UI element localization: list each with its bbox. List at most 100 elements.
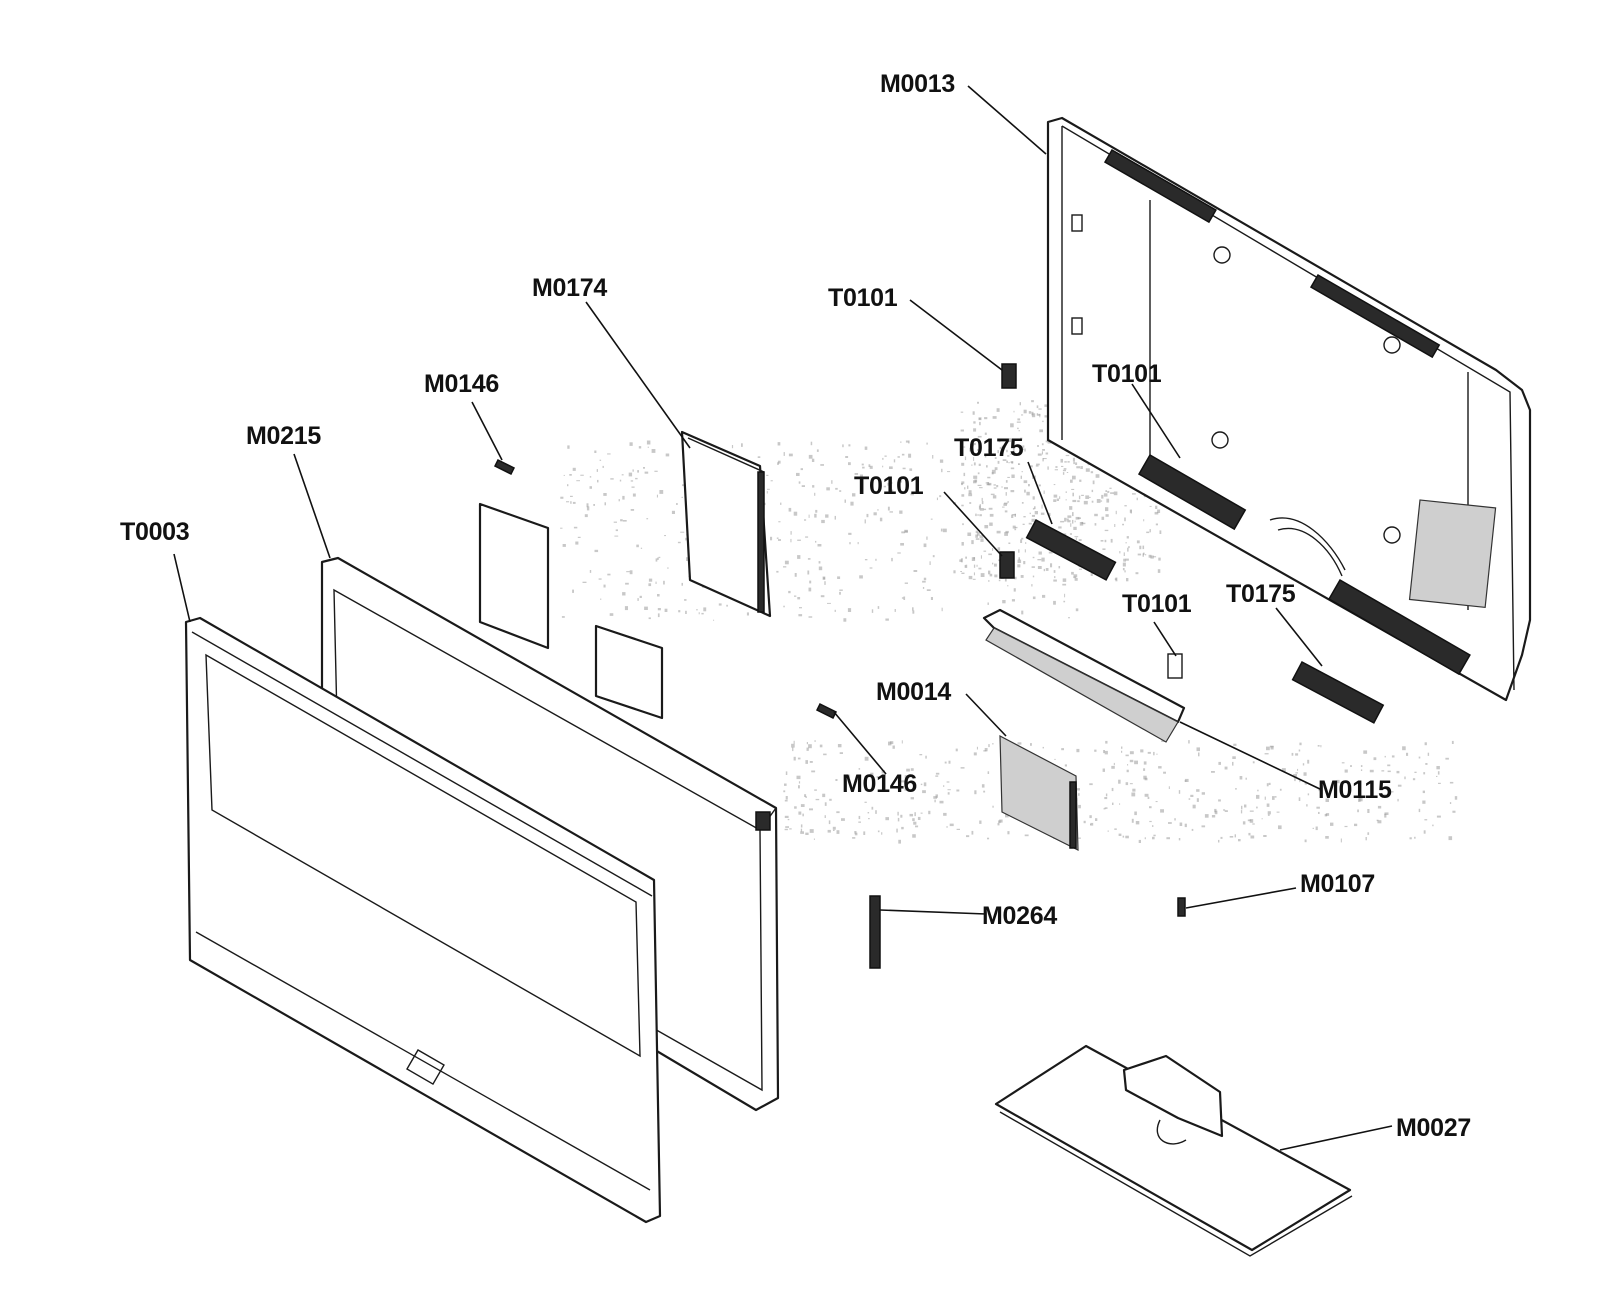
scan-speckle [1063, 468, 1067, 470]
scan-speckle [567, 445, 570, 449]
scan-speckle [643, 467, 645, 469]
scan-speckle [994, 467, 998, 471]
scan-speckle [1142, 545, 1145, 550]
scan-speckle [988, 482, 992, 486]
scan-speckle [597, 479, 599, 483]
scan-speckle [1256, 794, 1260, 799]
scan-speckle [1124, 505, 1127, 507]
scan-speckle [1045, 452, 1049, 455]
scan-speckle [783, 605, 785, 608]
scan-speckle [1017, 559, 1022, 563]
scan-speckle [1076, 788, 1080, 791]
scan-speckle [1070, 479, 1073, 483]
scan-speckle [892, 745, 895, 749]
scan-speckle [1109, 487, 1112, 489]
scan-speckle [806, 747, 809, 751]
scan-speckle [1023, 480, 1028, 484]
scan-speckle [1094, 523, 1097, 526]
scan-speckle [686, 557, 689, 561]
scan-speckle [1039, 429, 1043, 433]
scan-speckle [1018, 557, 1020, 561]
scan-speckle [847, 608, 852, 612]
scan-speckle [1218, 799, 1221, 802]
scan-speckle [1297, 768, 1299, 771]
scan-speckle [1102, 768, 1105, 772]
scan-speckle [1341, 762, 1345, 764]
scan-speckle [1135, 821, 1140, 825]
scan-speckle [1053, 484, 1056, 486]
scan-speckle [1012, 448, 1015, 451]
scan-speckle [1304, 783, 1307, 785]
scan-speckle [953, 570, 956, 574]
scan-speckle [1414, 836, 1416, 839]
scan-speckle [1081, 494, 1084, 496]
scan-speckle [1080, 466, 1083, 469]
scan-speckle [788, 507, 792, 512]
scan-speckle [885, 817, 889, 821]
scan-speckle [832, 826, 836, 830]
scan-speckle [1037, 559, 1042, 561]
scan-speckle [1365, 837, 1367, 841]
scan-speckle [997, 823, 1000, 826]
scan-speckle [1270, 746, 1274, 750]
scan-speckle [988, 744, 990, 748]
scan-speckle [663, 580, 665, 585]
scan-speckle [1404, 776, 1406, 780]
scan-speckle [932, 455, 934, 459]
scan-speckle [1131, 818, 1134, 823]
scan-speckle [866, 513, 869, 518]
scan-speckle [766, 474, 769, 476]
scan-speckle [598, 578, 602, 580]
scan-speckle [877, 830, 880, 833]
scan-speckle [567, 484, 569, 487]
scan-speckle [1072, 512, 1074, 517]
scan-speckle [1021, 414, 1024, 416]
scan-speckle [603, 493, 607, 496]
scan-speckle [1437, 771, 1440, 775]
scan-speckle [1038, 408, 1042, 410]
scan-speckle [1140, 749, 1144, 753]
scan-speckle [926, 589, 931, 591]
scan-speckle [778, 521, 781, 523]
scan-speckle [1149, 806, 1152, 809]
scan-speckle [1184, 778, 1189, 782]
scan-speckle [894, 609, 896, 612]
scan-speckle [977, 514, 979, 516]
scan-speckle [1369, 769, 1374, 773]
scan-speckle [625, 582, 629, 585]
scan-speckle [618, 499, 620, 502]
scan-speckle [969, 502, 972, 504]
scan-speckle [988, 507, 993, 510]
callout-t0003: T0003 [120, 518, 189, 546]
scan-speckle [636, 544, 639, 548]
scan-speckle [560, 527, 563, 529]
scan-speckle [1377, 820, 1382, 824]
scan-speckle [1304, 839, 1307, 843]
scan-speckle [980, 538, 984, 542]
scan-speckle [607, 453, 611, 455]
scan-speckle [1010, 490, 1015, 493]
scan-speckle [913, 570, 918, 572]
scan-speckle [784, 799, 788, 802]
scan-speckle [1242, 821, 1246, 825]
scan-speckle [1048, 551, 1053, 554]
callout-t0101-b: T0101 [1092, 360, 1162, 388]
scan-speckle [975, 534, 978, 538]
scan-speckle [1159, 530, 1162, 534]
scan-speckle [827, 602, 831, 604]
scan-speckle [1138, 839, 1141, 843]
scan-speckle [994, 563, 997, 567]
scan-speckle [850, 501, 854, 506]
scan-speckle [1003, 503, 1007, 506]
scan-speckle [1188, 798, 1191, 800]
scan-speckle [965, 564, 968, 568]
scan-speckle [1038, 484, 1041, 487]
scan-speckle [622, 520, 627, 522]
scan-speckle [964, 487, 966, 490]
scan-speckle [967, 485, 969, 489]
scan-speckle [848, 532, 852, 535]
scan-speckle [897, 817, 900, 822]
scan-speckle [987, 476, 991, 479]
scan-speckle [1031, 400, 1034, 403]
scan-speckle [1188, 740, 1190, 744]
